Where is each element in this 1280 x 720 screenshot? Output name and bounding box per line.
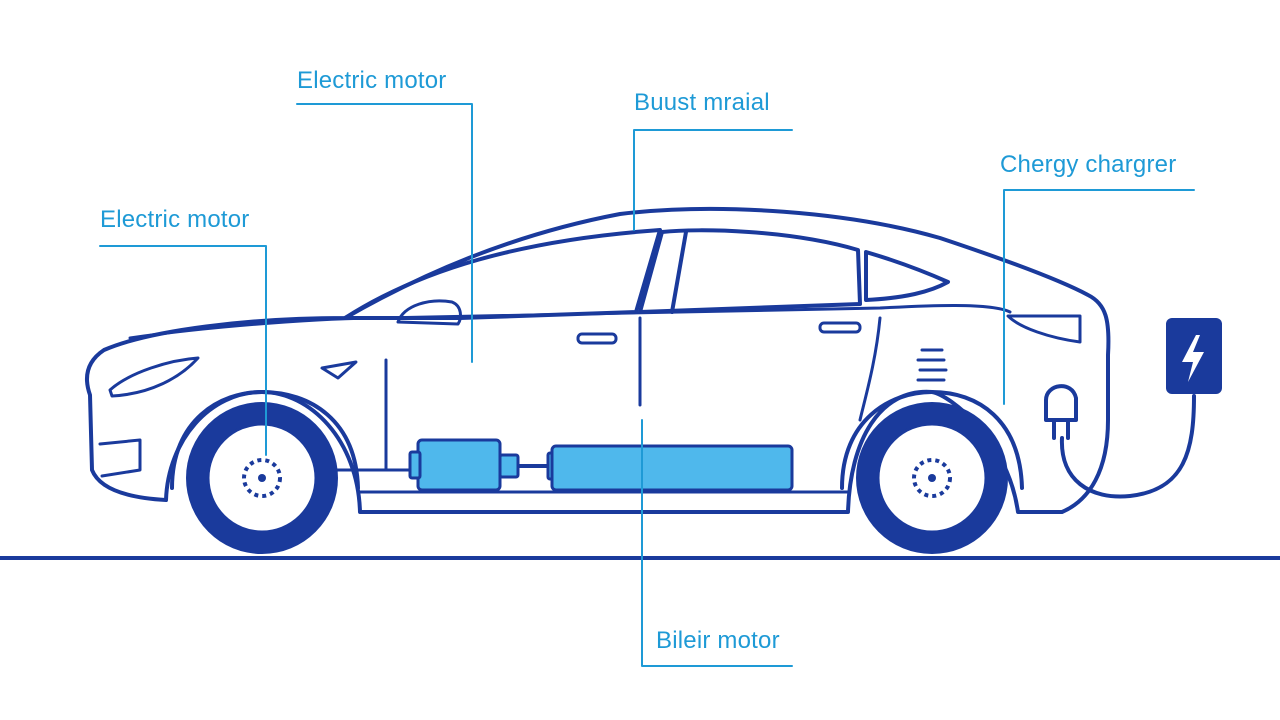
rear-window bbox=[864, 250, 950, 302]
charging-plug bbox=[1044, 384, 1078, 440]
rear-wheel bbox=[856, 402, 1008, 554]
rear-door bbox=[858, 316, 882, 422]
callout-leaders bbox=[99, 103, 1195, 667]
charging-station bbox=[1166, 318, 1222, 394]
windshield bbox=[343, 228, 662, 320]
taillight bbox=[1006, 314, 1082, 344]
front-door bbox=[384, 316, 642, 472]
leader-5 bbox=[641, 419, 793, 667]
callout-label-electric-motor-left: Electric motor bbox=[100, 206, 250, 233]
front-window bbox=[638, 228, 862, 314]
callout-label-bottom: Bileir motor bbox=[656, 627, 780, 654]
front-wheel-arch bbox=[170, 390, 360, 490]
door-handle-front bbox=[576, 332, 618, 345]
leader-2 bbox=[633, 129, 793, 231]
front-wheel bbox=[186, 402, 338, 554]
door-handle-rear bbox=[818, 321, 862, 334]
side-mirror bbox=[396, 299, 462, 326]
leader-1 bbox=[296, 103, 473, 363]
charging-cable bbox=[1059, 394, 1196, 499]
headlight bbox=[108, 356, 200, 398]
front-accent bbox=[320, 360, 358, 380]
suspension-spring bbox=[916, 348, 948, 382]
leader-4 bbox=[99, 245, 267, 456]
callout-label-charger: Chergy chargrer bbox=[1000, 151, 1177, 178]
callout-label-top-center: Buust mraial bbox=[634, 89, 770, 116]
b-pillar bbox=[670, 230, 688, 314]
leader-3 bbox=[1003, 189, 1195, 405]
front-grille bbox=[98, 438, 142, 478]
callout-label-electric-motor-top: Electric motor bbox=[297, 67, 447, 94]
rear-wheel-arch bbox=[840, 390, 1024, 490]
motor-component bbox=[408, 438, 548, 492]
battery-pack-component bbox=[546, 444, 794, 492]
lightning-bolt-icon bbox=[1182, 335, 1204, 382]
